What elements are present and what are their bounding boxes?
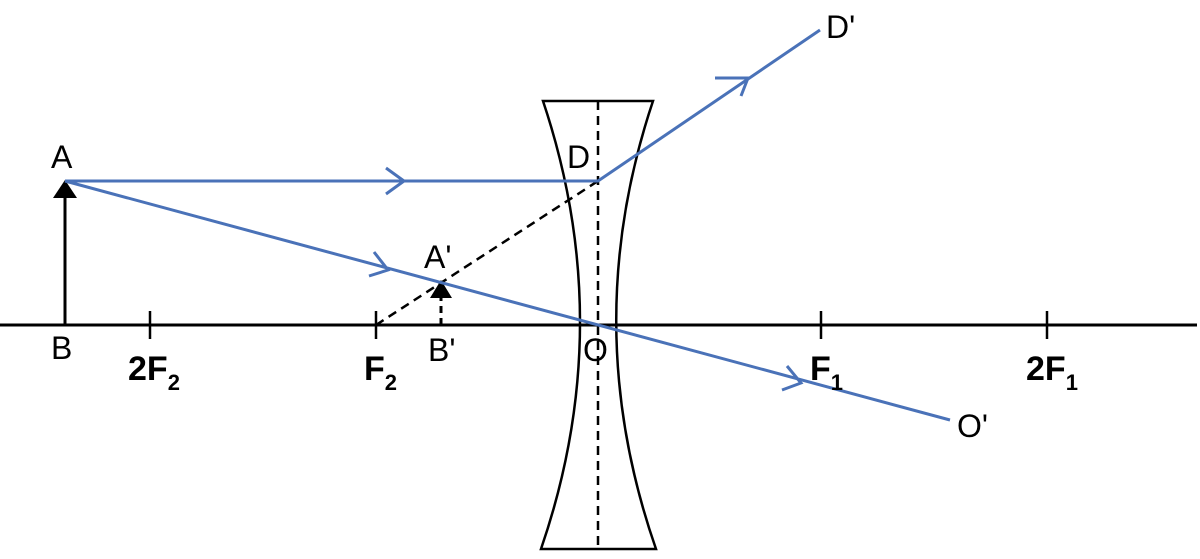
- label-f1: F1: [810, 350, 843, 395]
- parallel-ray-arrow-1: [385, 166, 407, 196]
- virtual-ray-extension: [375, 179, 599, 327]
- central-ray-arrow-1: [368, 251, 391, 278]
- label-d-prime: D': [826, 9, 855, 45]
- label-a-prime: A': [424, 239, 451, 275]
- label-b: B: [51, 330, 72, 366]
- image-arrow-head: [430, 280, 452, 298]
- label-f2: F2: [364, 350, 397, 395]
- label-b-prime: B': [428, 332, 455, 368]
- central-ray-arrow-2: [781, 365, 804, 392]
- label-d: D: [567, 139, 590, 175]
- label-2f1: 2F1: [1026, 350, 1078, 395]
- parallel-ray-arrow-2: [715, 76, 751, 97]
- object-arrow-head: [53, 180, 77, 198]
- label-a: A: [51, 139, 73, 175]
- label-o-prime: O': [957, 408, 988, 444]
- central-ray: [64, 179, 951, 422]
- concave-lens: [539, 99, 658, 551]
- label-o: O: [583, 332, 608, 368]
- parallel-ray: [65, 28, 821, 183]
- label-2f2: 2F2: [128, 350, 180, 395]
